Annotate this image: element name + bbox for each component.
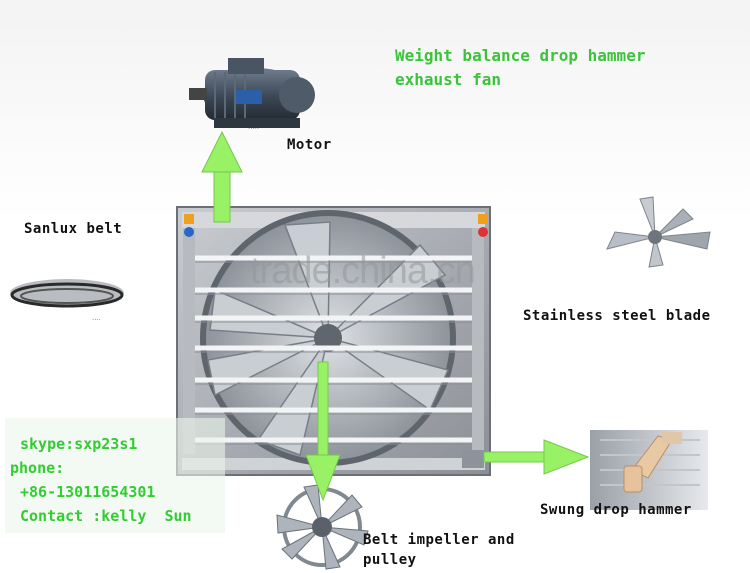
page-title: Weight balance drop hammer exhaust fan [395,44,645,92]
drop-hammer-image [590,430,708,510]
belt-caption-mark: ···· [92,316,101,324]
fan-frame [176,206,491,476]
watermark: trade.china.cn [250,250,476,292]
title-line-1: Weight balance drop hammer [395,46,646,65]
phone-label: phone: [10,459,65,477]
contact-box [5,418,225,533]
impeller-label-line-2: pulley [363,552,417,568]
background-shade [0,0,750,220]
motor-label: Motor [287,137,332,153]
skype-text: skype:sxp23s1 [20,435,138,453]
hammer-label: Swung drop hammer [540,502,692,518]
arrow-to-hammer [483,439,590,475]
impeller-pulley-image [276,484,369,570]
belt-image [10,279,124,308]
title-line-2: exhaust fan [395,70,501,89]
steel-blade-image [606,196,711,268]
belt-label: Sanlux belt [24,221,123,237]
motor-caption-mark: ····· [248,125,259,133]
phone-number: +86-13011654301 [20,483,156,501]
motor-image [189,58,315,128]
arrow-to-motor [201,130,243,223]
blade-label: Stainless steel blade [523,308,711,324]
contact-person: Contact :kelly Sun [20,507,192,525]
arrow-to-impeller [305,361,341,502]
impeller-label: Belt impeller and pulley [363,530,515,570]
impeller-label-line-1: Belt impeller and [363,532,515,548]
